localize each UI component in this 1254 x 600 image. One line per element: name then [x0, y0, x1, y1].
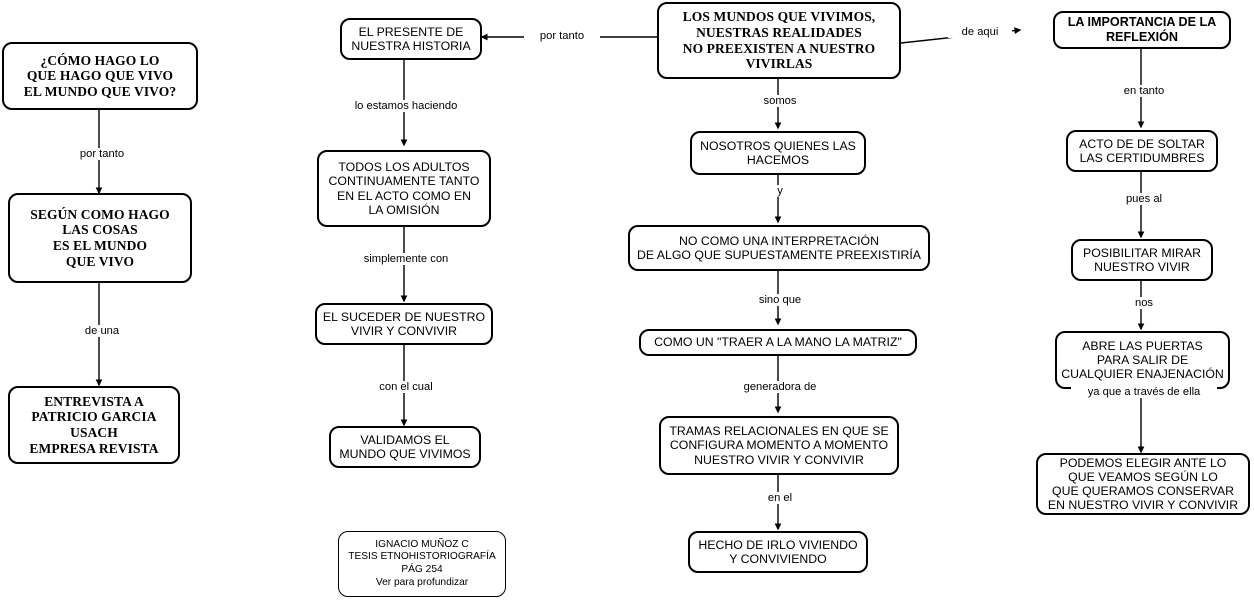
edge-label-por-tanto-cross: por tanto — [524, 30, 600, 43]
edge-label-ya-que-a-traves-de-ella: ya que a través de ella — [1071, 386, 1217, 399]
node-text: TODOS LOS ADULTOS CONTINUAMENTE TANTO EN… — [328, 160, 480, 217]
node-podemos-elegir[interactable]: PODEMOS ELEGIR ANTE LO QUE VEAMOS SEGÚN … — [1036, 453, 1250, 515]
node-tramas-relacionales[interactable]: TRAMAS RELACIONALES EN QUE SE CONFIGURA … — [659, 416, 899, 475]
node-text: ¿CÓMO HAGO LO QUE HAGO QUE VIVO EL MUNDO… — [23, 52, 177, 99]
node-citation-ignacio-munoz[interactable]: IGNACIO MUÑOZ C TESIS ETNOHISTORIOGRAFÍA… — [338, 531, 506, 597]
edge-label-en-tanto: en tanto — [1108, 85, 1180, 98]
edge-label-con-el-cual: con el cual — [359, 381, 453, 394]
edge-label-en-el: en el — [750, 492, 810, 505]
node-hecho-de-irlo-viviendo[interactable]: HECHO DE IRLO VIVIENDO Y CONVIVIENDO — [688, 531, 868, 573]
node-text: TRAMAS RELACIONALES EN QUE SE CONFIGURA … — [669, 424, 889, 467]
node-text: ACTO DE DE SOLTAR LAS CERTIDUMBRES — [1079, 136, 1205, 165]
node-text: POSIBILITAR MIRAR NUESTRO VIVIR — [1083, 245, 1201, 274]
node-text: VALIDAMOS EL MUNDO QUE VIVIMOS — [339, 432, 471, 461]
node-abre-las-puertas[interactable]: ABRE LAS PUERTAS PARA SALIR DE CUALQUIER… — [1055, 331, 1230, 389]
edge-label-generadora-de: generadora de — [724, 381, 836, 394]
edge-label-simplemente-con: simplemente con — [348, 253, 464, 266]
node-text: ABRE LAS PUERTAS PARA SALIR DE CUALQUIER… — [1061, 338, 1224, 382]
node-segun-como-hago[interactable]: SEGÚN COMO HAGO LAS COSAS ES EL MUNDO QU… — [8, 193, 192, 283]
node-validamos-el-mundo[interactable]: VALIDAMOS EL MUNDO QUE VIVIMOS — [329, 426, 481, 468]
edge-label-pues-al: pues al — [1111, 193, 1177, 206]
node-nosotros-quienes-las-hacemos[interactable]: NOSOTROS QUIENES LAS HACEMOS — [690, 131, 866, 175]
node-text: EL SUCEDER DE NUESTRO VIVIR Y CONVIVIR — [322, 309, 486, 338]
edge-label-de-una: de una — [64, 325, 140, 338]
node-text: EL PRESENTE DE NUESTRA HISTORIA — [351, 24, 471, 53]
edge-label-somos: somos — [748, 95, 812, 108]
node-text: LOS MUNDOS QUE VIVIMOS, NUESTRAS REALIDA… — [682, 9, 876, 72]
node-como-hago[interactable]: ¿CÓMO HAGO LO QUE HAGO QUE VIVO EL MUNDO… — [2, 42, 198, 110]
node-no-como-una-interpretacion[interactable]: NO COMO UNA INTERPRETACIÓN DE ALGO QUE S… — [628, 225, 930, 271]
node-entrevista-patricio-garcia[interactable]: ENTREVISTA A PATRICIO GARCIA USACH EMPRE… — [8, 386, 180, 464]
node-la-importancia-de-la-reflexion[interactable]: LA IMPORTANCIA DE LA REFLEXIÓN — [1053, 11, 1231, 49]
edge-label-lo-estamos-haciendo: lo estamos haciendo — [337, 100, 475, 113]
node-text: COMO UN "TRAER A LA MANO LA MATRIZ" — [654, 335, 902, 350]
edge-label-de-aqui: de aqui — [948, 26, 1012, 39]
edge-label-y: y — [762, 185, 798, 198]
node-posibilitar-mirar-nuestro-vivir[interactable]: POSIBILITAR MIRAR NUESTRO VIVIR — [1071, 239, 1213, 281]
edge-label-por-tanto-left: por tanto — [60, 148, 144, 161]
node-el-presente-de-nuestra-historia[interactable]: EL PRESENTE DE NUESTRA HISTORIA — [340, 18, 482, 60]
node-el-suceder-de-nuestro-vivir[interactable]: EL SUCEDER DE NUESTRO VIVIR Y CONVIVIR — [315, 303, 493, 345]
node-todos-los-adultos[interactable]: TODOS LOS ADULTOS CONTINUAMENTE TANTO EN… — [317, 150, 491, 227]
node-text: LA IMPORTANCIA DE LA REFLEXIÓN — [1067, 15, 1217, 44]
node-text: PODEMOS ELEGIR ANTE LO QUE VEAMOS SEGÚN … — [1047, 455, 1239, 513]
node-traer-a-la-mano-la-matriz[interactable]: COMO UN "TRAER A LA MANO LA MATRIZ" — [639, 329, 917, 356]
node-text: NO COMO UNA INTERPRETACIÓN DE ALGO QUE S… — [636, 233, 922, 262]
edge-label-nos: nos — [1121, 297, 1167, 310]
node-text: SEGÚN COMO HAGO LAS COSAS ES EL MUNDO QU… — [30, 206, 170, 269]
node-text: IGNACIO MUÑOZ C TESIS ETNOHISTORIOGRAFÍA… — [348, 538, 496, 588]
node-acto-de-soltar-las-certidumbres[interactable]: ACTO DE DE SOLTAR LAS CERTIDUMBRES — [1066, 130, 1218, 172]
node-text: HECHO DE IRLO VIVIENDO Y CONVIVIENDO — [698, 537, 858, 566]
node-text: NOSOTROS QUIENES LAS HACEMOS — [700, 138, 856, 167]
edge-label-sino-que: sino que — [743, 294, 817, 307]
node-text: ENTREVISTA A PATRICIO GARCIA USACH EMPRE… — [29, 393, 159, 456]
node-los-mundos-que-vivimos[interactable]: LOS MUNDOS QUE VIVIMOS, NUESTRAS REALIDA… — [657, 2, 901, 79]
